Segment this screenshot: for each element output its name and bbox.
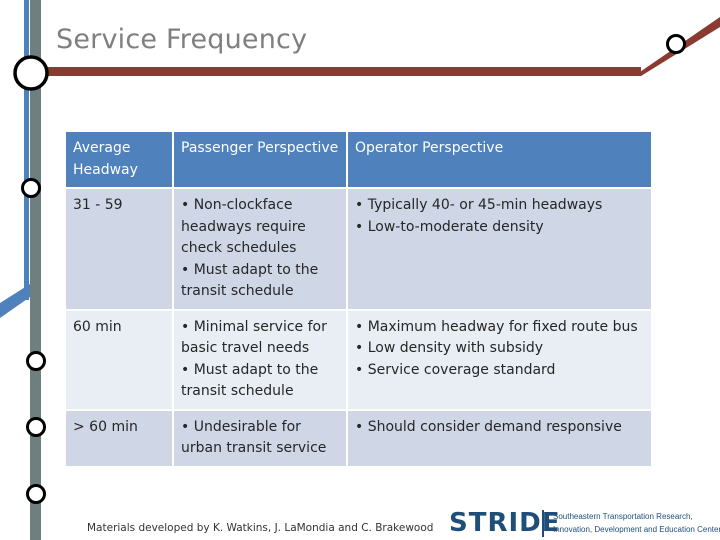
station-top-right xyxy=(666,34,686,54)
passenger-cell: • Non-clockface headways require check s… xyxy=(174,189,348,311)
operator-bullet: • Low-to-moderate density xyxy=(355,218,544,235)
footer-credit: Materials developed by K. Watkins, J. La… xyxy=(87,522,434,534)
headway-cell: > 60 min xyxy=(66,410,174,468)
operator-bullet: • Should consider demand responsive xyxy=(355,418,622,435)
table-row: 60 min • Minimal service for basic trave… xyxy=(66,310,653,411)
operator-bullet: • Typically 40- or 45-min headways xyxy=(355,197,603,213)
station xyxy=(26,351,46,371)
passenger-bullet: • Must adapt to the transit schedule xyxy=(181,361,319,400)
station-large xyxy=(13,55,49,91)
table-header-row: Average Headway Passenger Perspective Op… xyxy=(66,132,653,189)
service-frequency-table: Average Headway Passenger Perspective Op… xyxy=(66,132,653,468)
logo-tagline-line-2: Innovation, Development and Education Ce… xyxy=(553,524,720,534)
passenger-cell: • Minimal service for basic travel needs… xyxy=(174,310,348,411)
header-average-headway: Average Headway xyxy=(66,132,174,189)
operator-bullet: • Low density with subsidy xyxy=(355,340,544,356)
blue-rail xyxy=(24,0,29,300)
logo-tagline-line-1: Southeastern Transportation Research, xyxy=(553,512,693,521)
passenger-bullet: • Non-clockface headways require check s… xyxy=(181,197,306,256)
operator-bullet: • Maximum headway for fixed route bus xyxy=(355,318,638,335)
station xyxy=(26,417,46,437)
passenger-bullet: • Minimal service for basic travel needs xyxy=(181,318,327,357)
table-row: 31 - 59 • Non-clockface headways require… xyxy=(66,189,653,311)
headway-cell: 60 min xyxy=(66,310,174,411)
operator-cell: • Typically 40- or 45-min headways • Low… xyxy=(348,189,653,311)
header-operator-perspective: Operator Perspective xyxy=(348,132,653,189)
slide-title: Service Frequency xyxy=(56,24,308,55)
blue-stub xyxy=(0,284,30,318)
logo-divider xyxy=(542,510,544,537)
gray-rail xyxy=(30,0,41,540)
operator-bullet: • Service coverage standard xyxy=(355,361,556,378)
red-rail xyxy=(30,67,641,76)
operator-cell: • Should consider demand responsive xyxy=(348,410,653,468)
passenger-bullet: • Must adapt to the transit schedule xyxy=(181,261,319,300)
passenger-bullet: • Undesirable for urban transit service xyxy=(181,418,327,457)
station xyxy=(26,484,46,504)
headway-cell: 31 - 59 xyxy=(66,189,174,311)
passenger-cell: • Undesirable for urban transit service xyxy=(174,410,348,468)
operator-cell: • Maximum headway for fixed route bus • … xyxy=(348,310,653,411)
header-passenger-perspective: Passenger Perspective xyxy=(174,132,348,189)
stride-logo-wordmark: STRIDE xyxy=(449,508,561,538)
logo-tagline: Southeastern Transportation Research, In… xyxy=(553,511,720,536)
station xyxy=(21,178,41,198)
table-row: > 60 min • Undesirable for urban transit… xyxy=(66,410,653,468)
